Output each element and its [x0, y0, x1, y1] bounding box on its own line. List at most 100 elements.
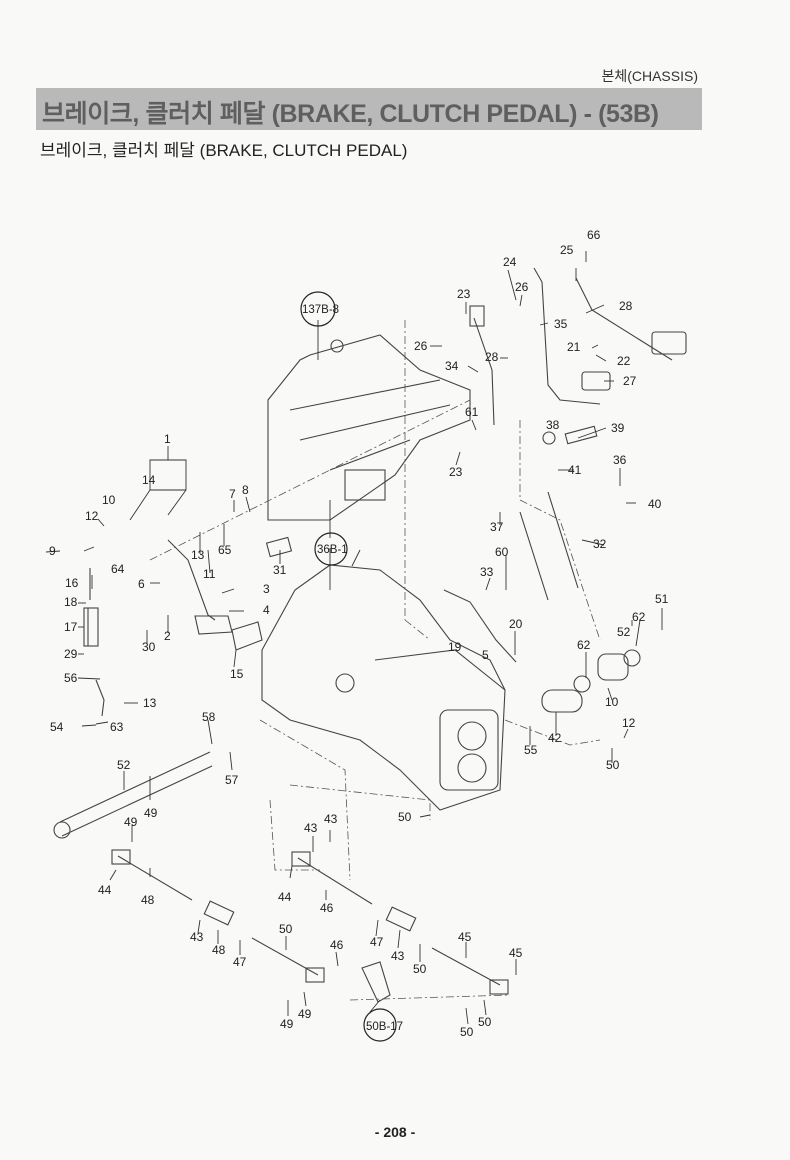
callout-label: 5: [482, 648, 489, 662]
callout-leaders: [45, 251, 663, 1025]
callout-label: 43: [391, 949, 405, 963]
callout-label: 9: [49, 544, 56, 558]
reference-circles: [300, 291, 397, 1042]
callout-label: 54: [50, 720, 64, 734]
callout-label: 50: [460, 1025, 474, 1039]
callout-label: 32: [593, 537, 607, 551]
callout-label: 50: [606, 758, 620, 772]
callout-label: 6: [138, 577, 145, 591]
callout-label: 11: [203, 567, 216, 581]
callout-label: 66: [587, 228, 601, 242]
callout-label: 43: [190, 930, 204, 944]
callout-label: 20: [509, 617, 523, 631]
callout-label: 18: [64, 595, 78, 609]
callout-label: 37: [490, 520, 504, 534]
callout-label: 21: [567, 340, 581, 354]
callout-label: 36: [613, 453, 627, 467]
callout-label: 24: [503, 255, 517, 269]
callout-label: 31: [273, 563, 287, 577]
callout-label: 34: [445, 359, 459, 373]
callout-label: 26: [414, 339, 428, 353]
callout-label: 44: [278, 890, 292, 904]
part-drawings: [53, 267, 687, 1003]
callout-label: 1: [164, 432, 171, 446]
callout-label: 49: [144, 806, 158, 820]
callout-label: 48: [212, 943, 226, 957]
reference-label-137b: 137B-8: [302, 304, 339, 316]
callout-label: 13: [191, 548, 205, 562]
callout-label: 58: [202, 710, 216, 724]
callout-label: 46: [320, 901, 334, 915]
callout-label: 62: [577, 638, 591, 652]
reference-texts: 137B-8 36B-1 50B-17: [302, 304, 403, 1033]
callout-label: 35: [554, 317, 568, 331]
callout-label: 7: [229, 487, 236, 501]
callout-label: 50: [279, 922, 293, 936]
callout-label: 64: [111, 562, 125, 576]
diagram-subtitle: 브레이크, 클러치 페달 (BRAKE, CLUTCH PEDAL): [40, 141, 408, 160]
callout-label: 22: [617, 354, 631, 368]
callout-label: 4: [263, 603, 270, 617]
callout-label: 44: [98, 883, 112, 897]
callout-label: 16: [65, 576, 79, 590]
section-label: 본체(CHASSIS): [601, 68, 698, 84]
callout-label: 47: [233, 955, 247, 969]
callout-label: 33: [480, 565, 494, 579]
callout-label: 45: [458, 930, 472, 944]
callout-label: 13: [143, 696, 157, 710]
callout-label: 23: [457, 287, 471, 301]
page-number: - 208 -: [374, 1124, 416, 1140]
callout-label: 15: [230, 667, 244, 681]
callout-label: 25: [560, 243, 574, 257]
callout-label: 12: [622, 716, 636, 730]
callout-label: 26: [515, 280, 529, 294]
callout-label: 30: [142, 640, 156, 654]
callout-label: 27: [623, 374, 637, 388]
callout-label: 49: [280, 1017, 294, 1031]
callout-label: 41: [568, 463, 582, 477]
callout-label: 49: [298, 1007, 312, 1021]
title-banner: 브레이크, 클러치 페달 (BRAKE, CLUTCH PEDAL) - (53…: [36, 88, 702, 130]
callout-label: 40: [648, 497, 662, 511]
callout-label: 28: [619, 299, 633, 313]
callout-label: 39: [611, 421, 625, 435]
reference-label-36b: 36B-1: [317, 544, 348, 556]
callout-label: 29: [64, 647, 78, 661]
callout-label: 12: [85, 509, 99, 523]
callout-labels: 66 25 24 26 23 28 35 26 21 28 22 34 27 6…: [49, 228, 669, 1039]
callout-label: 56: [64, 671, 78, 685]
callout-label: 45: [509, 946, 523, 960]
callout-label: 57: [225, 773, 239, 787]
callout-label: 10: [102, 493, 116, 507]
callout-label: 14: [142, 473, 156, 487]
callout-label: 46: [330, 938, 344, 952]
callout-label: 51: [655, 592, 669, 606]
callout-label: 50: [398, 810, 412, 824]
callout-label: 47: [370, 935, 384, 949]
callout-label: 52: [117, 758, 131, 772]
callout-label: 48: [141, 893, 155, 907]
callout-label: 50: [413, 962, 427, 976]
page-title: 브레이크, 클러치 페달 (BRAKE, CLUTCH PEDAL) - (53…: [42, 100, 659, 128]
callout-label: 50: [478, 1015, 492, 1029]
callout-label: 43: [304, 821, 318, 835]
callout-label: 55: [524, 743, 538, 757]
callout-label: 28: [485, 350, 499, 364]
callout-label: 3: [263, 582, 270, 596]
callout-label: 17: [64, 620, 78, 634]
callout-label: 2: [164, 629, 171, 643]
callout-label: 62: [632, 610, 646, 624]
callout-label: 8: [242, 483, 249, 497]
callout-label: 19: [448, 640, 462, 654]
callout-label: 23: [449, 465, 463, 479]
reference-label-50b: 50B-17: [366, 1021, 403, 1033]
callout-label: 42: [548, 731, 562, 745]
callout-label: 65: [218, 543, 232, 557]
callout-label: 38: [546, 418, 560, 432]
assembly-lines: [149, 320, 601, 1001]
callout-label: 49: [124, 815, 138, 829]
callout-label: 60: [495, 545, 509, 559]
callout-label: 63: [110, 720, 124, 734]
